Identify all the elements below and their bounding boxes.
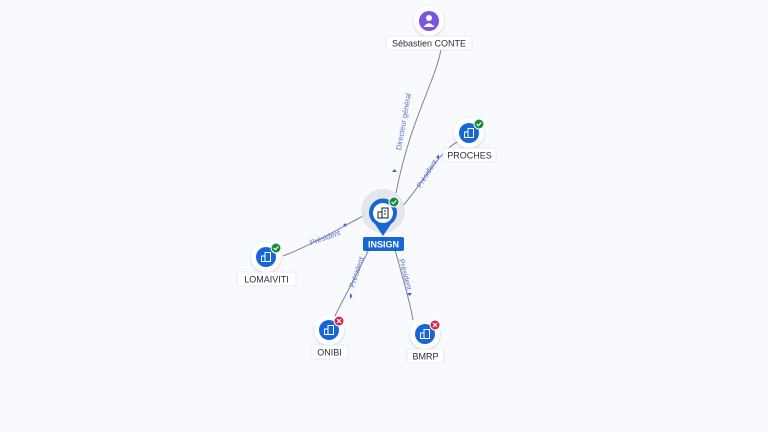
check-icon xyxy=(476,122,482,127)
check-icon xyxy=(391,200,397,205)
edge-arrows xyxy=(343,154,439,299)
node-lomaiviti[interactable]: LOMAIVITI xyxy=(236,242,297,287)
edge-proches xyxy=(401,140,460,208)
arrow-onibi xyxy=(350,293,353,299)
person-icon xyxy=(423,15,435,27)
status-active-icon xyxy=(270,242,282,254)
edge-label-bmrp: Président xyxy=(397,258,414,292)
close-icon xyxy=(432,322,438,328)
node-label-onibi: ONIBI xyxy=(317,348,342,358)
node-label-lomaiviti: LOMAIVITI xyxy=(244,275,289,285)
node-proches[interactable]: PROCHES xyxy=(442,118,497,163)
node-label-proches: PROCHES xyxy=(447,151,492,161)
status-active-icon xyxy=(388,196,400,208)
node-bmrp[interactable]: BMRP xyxy=(406,319,445,364)
edge-lomaiviti xyxy=(282,214,366,257)
center-node[interactable]: INSIGN xyxy=(361,189,405,251)
edge-label-onibi: Président xyxy=(347,255,366,289)
edge-label-person: Directeur général xyxy=(394,92,413,151)
status-active-icon xyxy=(473,118,485,130)
close-icon xyxy=(336,318,342,324)
building-icon xyxy=(324,325,334,335)
arrow-lomaiviti xyxy=(343,223,346,227)
edge-person xyxy=(395,48,442,194)
building-icon xyxy=(261,252,271,262)
building-icon xyxy=(464,128,474,138)
node-label-person: Sébastien CONTE xyxy=(392,39,466,49)
node-label-bmrp: BMRP xyxy=(412,352,438,362)
building-icon xyxy=(377,207,389,219)
arrow-person xyxy=(392,169,397,172)
edges xyxy=(282,48,460,321)
node-onibi[interactable]: ONIBI xyxy=(310,315,349,360)
check-icon xyxy=(273,246,279,251)
node-person[interactable]: Sébastien CONTE xyxy=(385,6,473,51)
arrow-bmrp xyxy=(407,293,412,296)
arrow-proches xyxy=(436,154,439,160)
edge-label-proches: Président xyxy=(415,157,440,189)
center-label: INSIGN xyxy=(368,240,399,250)
edge-label-lomaiviti: Président xyxy=(309,228,343,248)
building-icon xyxy=(420,329,430,339)
